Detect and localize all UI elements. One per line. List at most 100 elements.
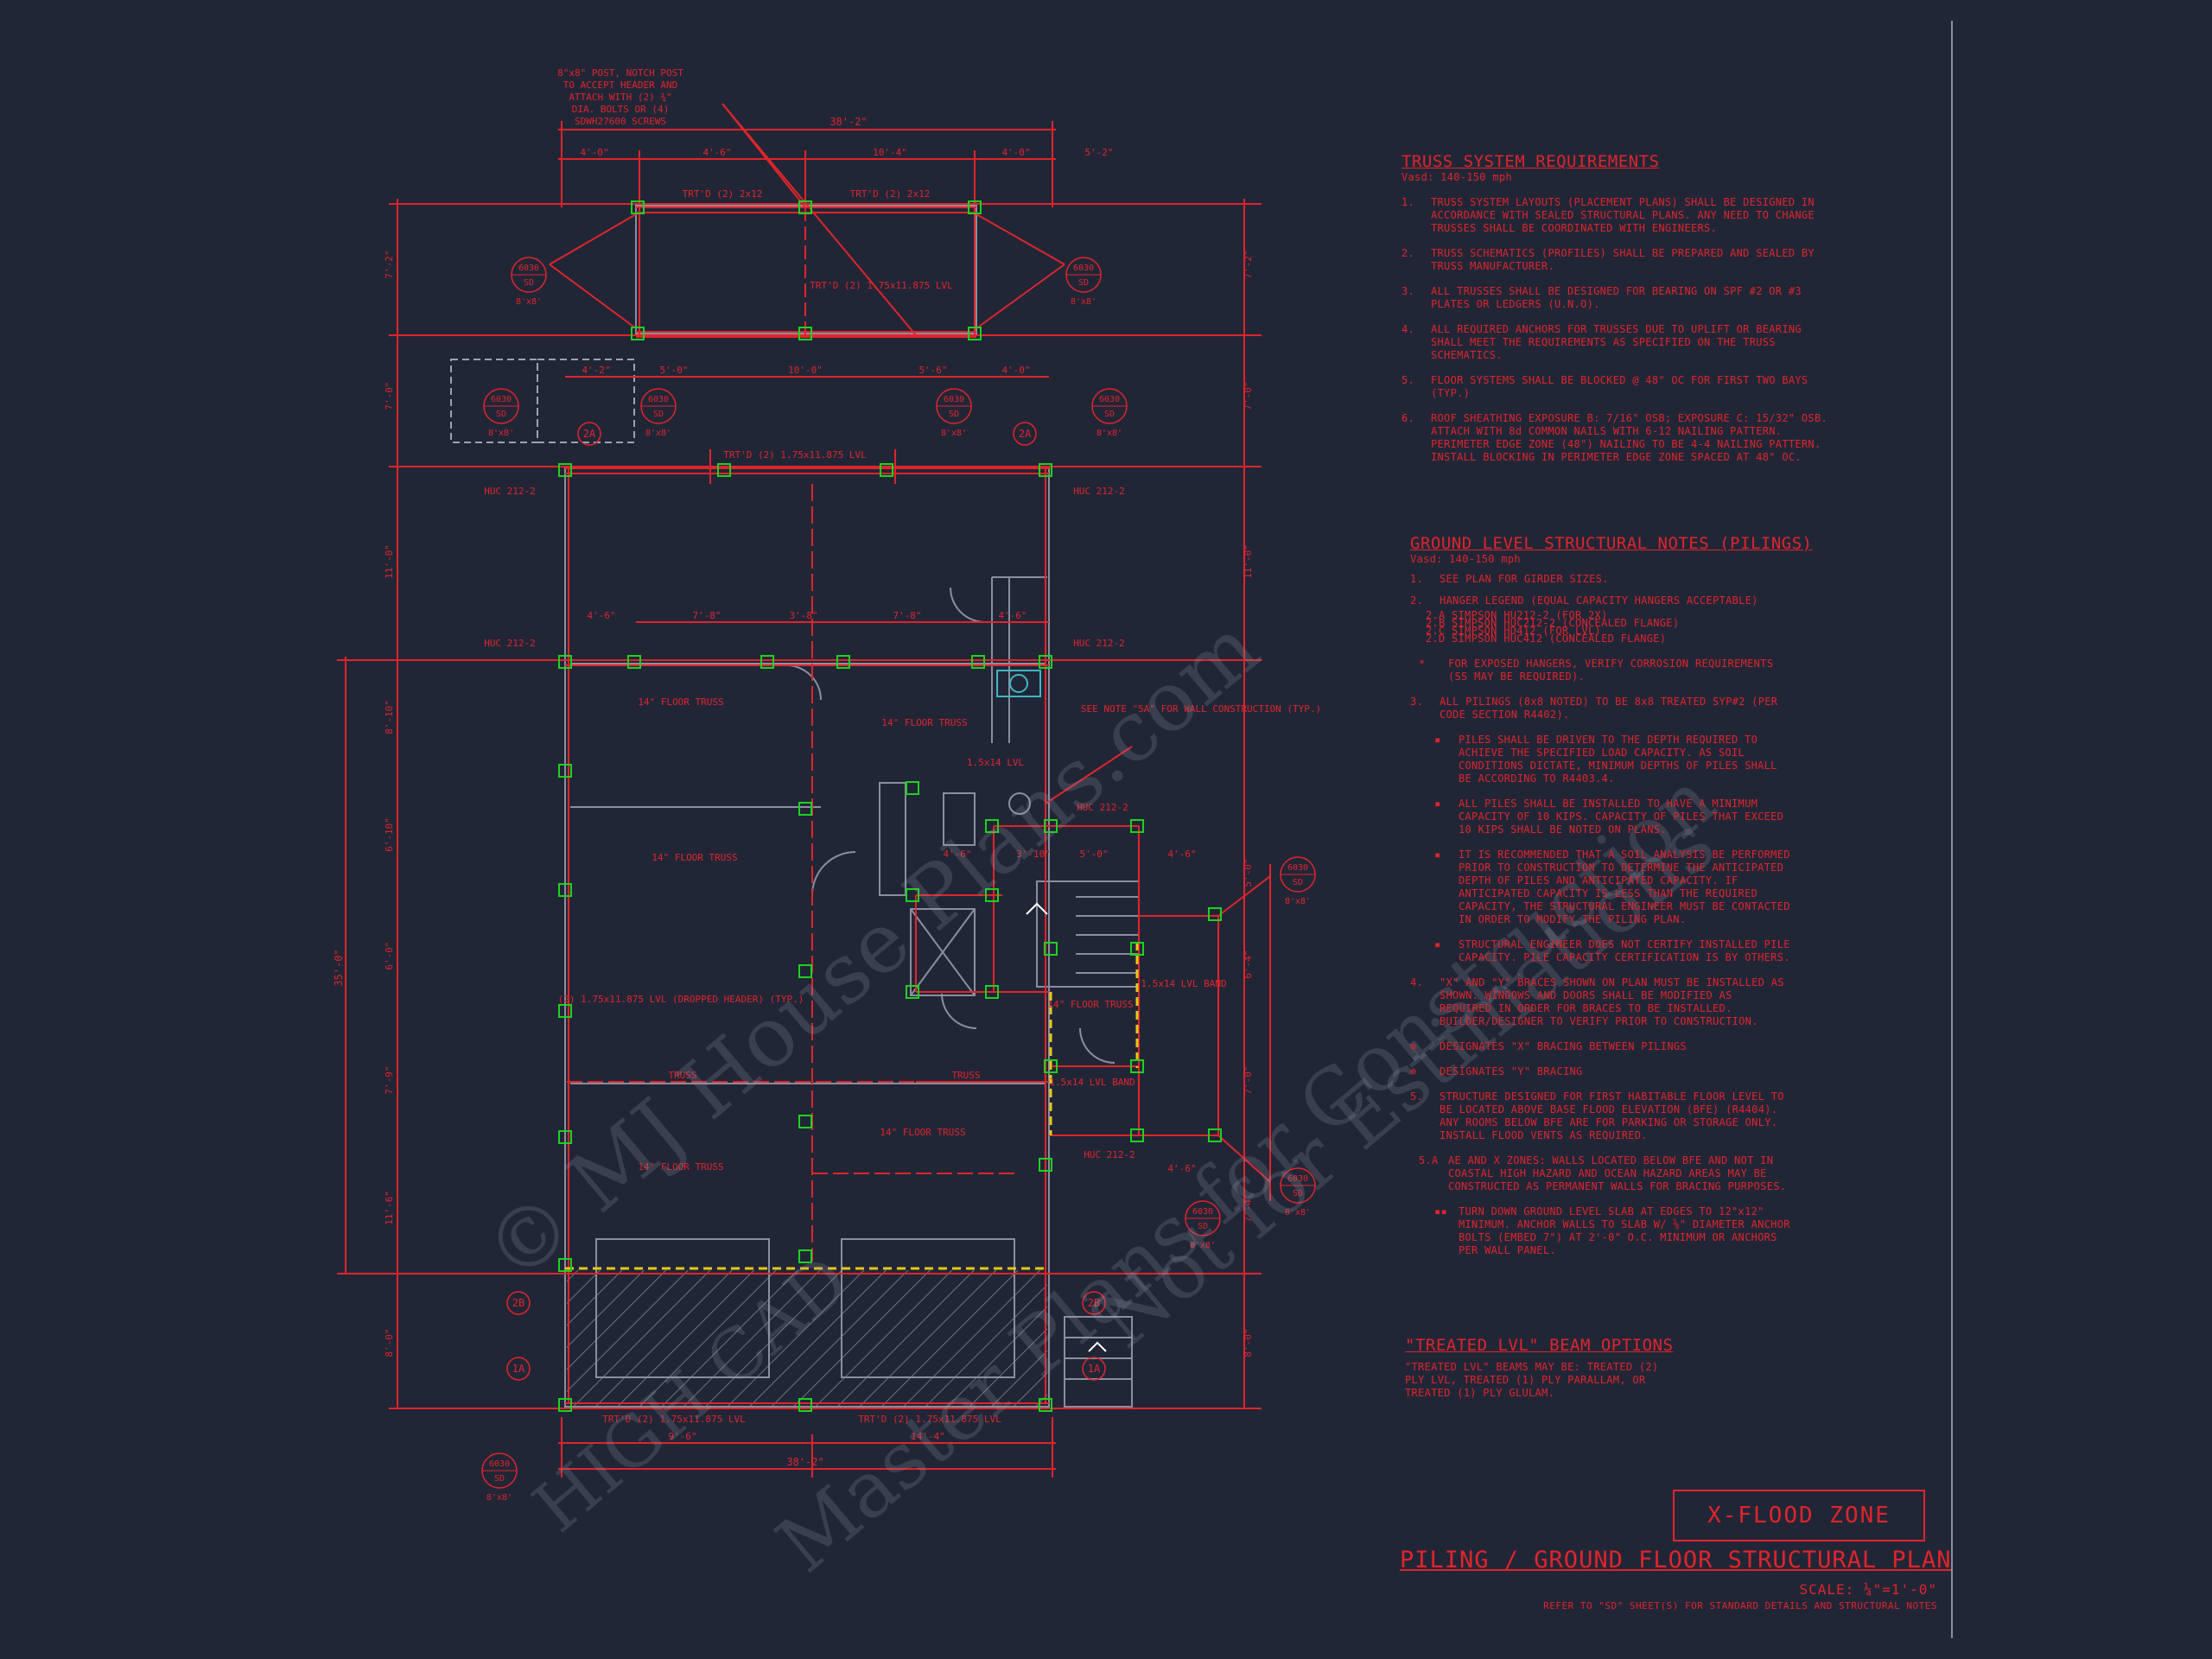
pile-bullet-text: PILES SHALL BE DRIVEN TO THE DEPTH REQUI…: [1459, 734, 1777, 785]
pile-markers: [558, 200, 1222, 1412]
pile-square: [968, 200, 982, 214]
g-5a-bullet: ▪▪: [1434, 1205, 1448, 1217]
pile-bullet-text: ALL PILES SHALL BE INSTALLED TO HAVE A M…: [1459, 798, 1784, 836]
label-floor-truss-4: 14" FLOOR TRUSS: [638, 1161, 723, 1173]
label-huc-3: HUC 212-2: [484, 638, 536, 649]
g-item5-text: STRUCTURE DESIGNED FOR FIRST HABITABLE F…: [1440, 1090, 1784, 1141]
porch-dim-2: 5'-0": [659, 365, 688, 376]
right-dim-4: 5'-0": [1243, 858, 1254, 887]
pile-tag-mid: SD: [494, 1474, 505, 1484]
top-dim-2: 4'-6": [702, 147, 731, 158]
pile-square: [971, 655, 985, 669]
g-item5-num: 5.: [1410, 1090, 1424, 1103]
label-lvl-bottom-b: TRT'D (2) 1.75x11.875 LVL: [858, 1414, 1001, 1425]
pile-square: [985, 985, 999, 999]
truss-note-text: FLOOR SYSTEMS SHALL BE BLOCKED @ 48" OC …: [1431, 374, 1808, 399]
pile-square: [1044, 1059, 1058, 1073]
pile-square: [627, 655, 641, 669]
pile-bullet-num: ▪: [1434, 849, 1441, 861]
g-star-num: *: [1419, 658, 1426, 670]
hanger-num: 2.A: [1426, 609, 1446, 621]
right-dim-6: 7'-0": [1243, 1065, 1254, 1094]
pile-tag-top: 6030: [1073, 264, 1094, 273]
pile-tag-mid: SD: [1104, 410, 1115, 419]
pile-square: [1130, 942, 1144, 956]
truss-note-row: 6.ROOF SHEATHING EXPOSURE B: 7/16" OSB; …: [1402, 412, 1840, 464]
top-dim-5: 5'-2": [1084, 147, 1113, 158]
left-dim-l5: 11'-6": [384, 1191, 395, 1225]
tag-2a-left: 2A: [583, 428, 596, 440]
pile-square: [1130, 1059, 1144, 1073]
truss-note-text: TRUSS SYSTEM LAYOUTS (PLACEMENT PLANS) S…: [1431, 196, 1815, 234]
top-dim-4: 4'-0": [1001, 147, 1030, 158]
pile-square: [1044, 942, 1058, 956]
pile-tag-mid: SD: [1198, 1222, 1208, 1231]
overall-top-dim: 38'-2": [830, 116, 867, 128]
pile-square: [1130, 1128, 1144, 1142]
pile-square: [558, 1130, 572, 1144]
left-dim-l3: 6'-0": [384, 941, 395, 969]
pile-square: [1039, 655, 1052, 669]
mid-dim-5: 4'-6": [998, 610, 1027, 621]
pile-square: [1039, 1158, 1052, 1172]
label-floor-truss-2: 14" FLOOR TRUSS: [881, 717, 967, 728]
pile-tag-mid: SD: [1293, 878, 1303, 887]
pile-square: [836, 655, 850, 669]
pile-square: [558, 883, 572, 897]
g-brace-x: DESIGNATES "X" BRACING BETWEEN PILINGS: [1440, 1040, 1687, 1052]
pile-bullet-num: ▪: [1434, 798, 1441, 810]
sheet-border-line: [1951, 21, 1953, 1638]
g-item3-text: ALL PILINGS (8x8 NOTED) TO BE 8x8 TREATE…: [1440, 696, 1778, 721]
hanger-text: SIMPSON HU212-2 (FOR 2X): [1452, 609, 1608, 621]
g-item4-num: 4.: [1410, 976, 1424, 988]
label-see-note: SEE NOTE "5A" FOR WALL CONSTRUCTION (TYP…: [1081, 703, 1321, 715]
bottom-dim-2: 14'-4": [911, 1431, 945, 1442]
pile-bullet-num: ▪: [1434, 938, 1441, 950]
label-truss-2: TRUSS: [951, 1070, 980, 1081]
pile-square: [1208, 907, 1222, 921]
truss-notes-title: TRUSS SYSTEM REQUIREMENTS: [1402, 152, 1660, 171]
g-brace-y: DESIGNATES "Y" BRACING: [1440, 1065, 1583, 1077]
label-huc-1: HUC 212-2: [484, 486, 536, 497]
sheet-title: PILING / GROUND FLOOR STRUCTURAL PLAN: [1400, 1547, 1952, 1573]
hanger-text: SIMPSON HUC212-2 (CONCEALED FLANGE): [1452, 617, 1680, 629]
pile-tag-top: 6030: [1287, 1174, 1308, 1184]
pile-tag-top: 6030: [491, 395, 512, 404]
stair-dim-4: 4'-6": [1167, 849, 1196, 860]
stair-arrows: [1026, 902, 1107, 1352]
pile-tag-top: 6030: [489, 1459, 510, 1469]
label-huc-6: HUC 212-2: [1084, 1149, 1135, 1160]
porch-dim-1: 4'-2": [582, 365, 610, 376]
hanger-num: 2.B: [1426, 617, 1446, 629]
right-dim-3: 11'-0": [1243, 544, 1254, 579]
g-item1-text: SEE PLAN FOR GIRDER SIZES.: [1440, 573, 1609, 585]
pile-tag-top: 6030: [1099, 395, 1120, 404]
label-truss-1: TRUSS: [668, 1070, 696, 1081]
bearing-walls: [565, 942, 1139, 1270]
mid-dim-4: 7'-8": [893, 610, 921, 621]
left-dim-l2: 6'-10": [384, 817, 395, 852]
mid-dim-2: 7'-8": [692, 610, 721, 621]
pile-bullet-row: ▪PILES SHALL BE DRIVEN TO THE DEPTH REQU…: [1410, 734, 1790, 785]
pile-square: [798, 802, 812, 816]
pile-square: [558, 655, 572, 669]
post-note-line: SDWH27600 SCREWS: [575, 116, 666, 127]
pile-bullet-row: ▪STRUCTURAL ENGINEER DOES NOT CERTIFY IN…: [1410, 938, 1790, 964]
stair-dim-1: 4'-6": [943, 849, 971, 860]
tag-2b-right: 2B: [1088, 1297, 1100, 1309]
pile-square: [1039, 463, 1052, 477]
truss-note-num: 2.: [1402, 247, 1415, 259]
hanger-num: 2.D: [1426, 632, 1446, 645]
tag-1a-left: 1A: [512, 1363, 525, 1375]
pile-square: [985, 888, 999, 902]
pile-square: [1039, 1398, 1052, 1412]
pile-tag-mid: SD: [653, 410, 664, 419]
brace-tags: 2A 2A 2B 2B 1A 1A: [506, 422, 1106, 1381]
post-note-line: TO ACCEPT HEADER AND: [563, 79, 677, 91]
label-huc-5: HUC 212-2: [1077, 802, 1128, 813]
pile-bullet-text: IT IS RECOMMENDED THAT A SOIL ANALYSIS B…: [1459, 849, 1790, 925]
label-trtd-top-a: TRT'D (2) 2x12: [683, 188, 763, 200]
